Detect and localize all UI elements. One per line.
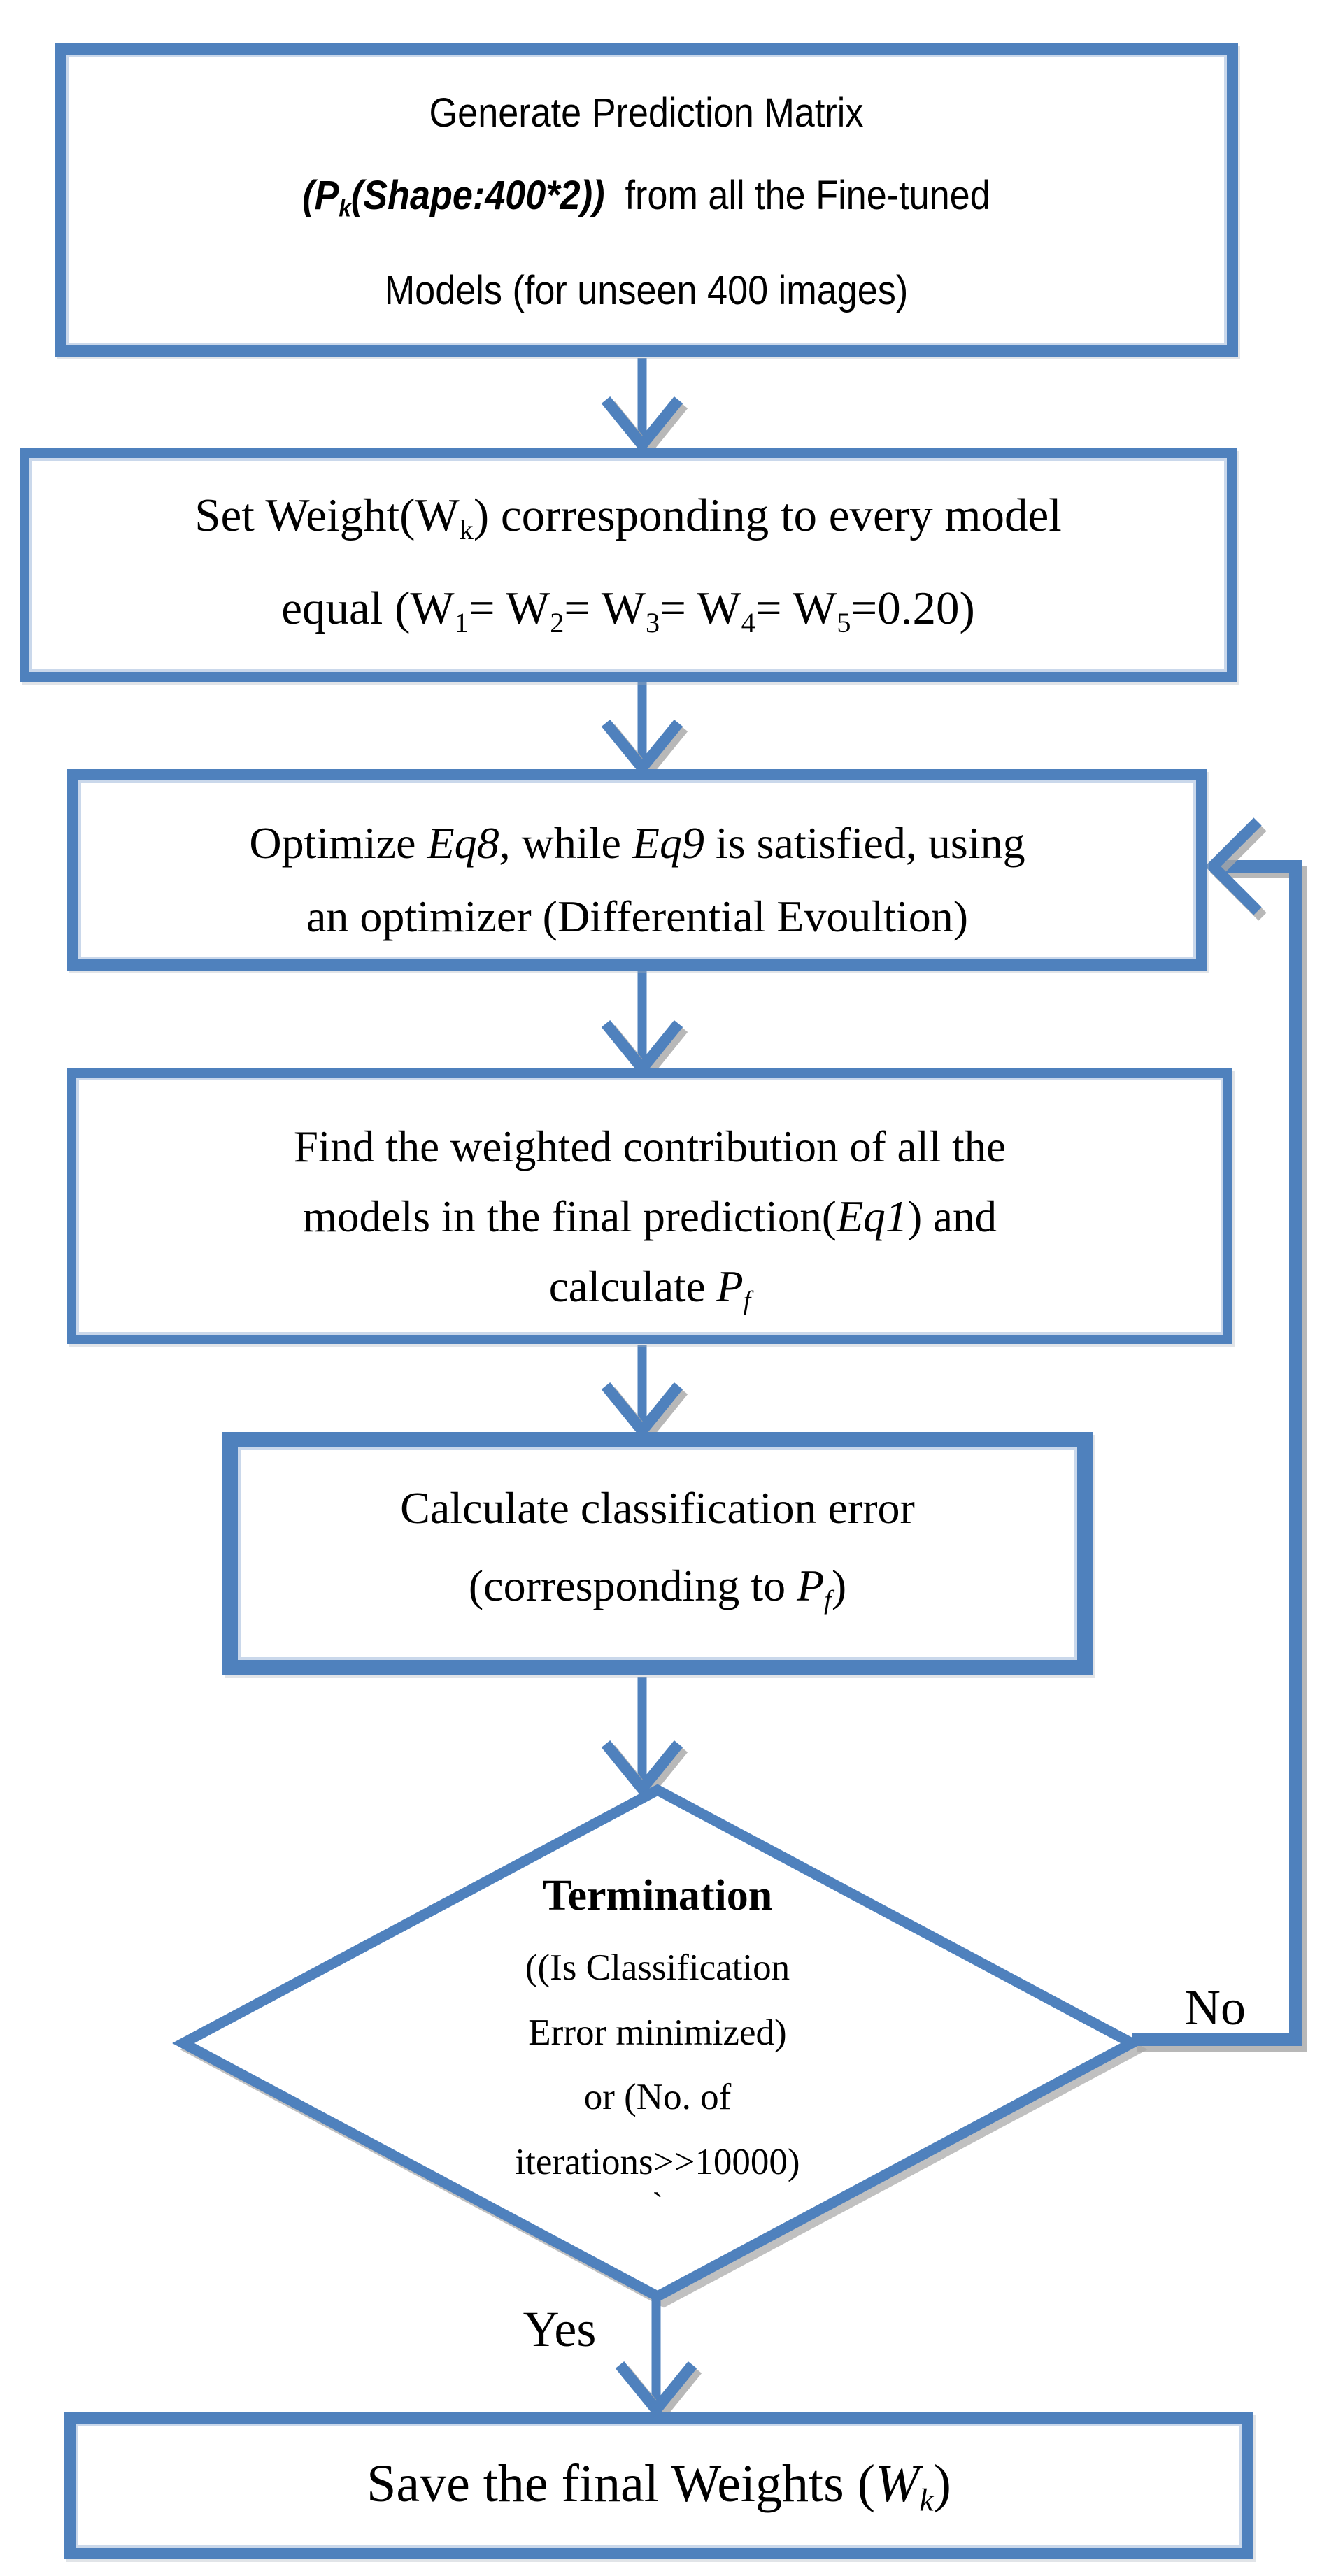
node-optimize-text: Optimize Eq8, while Eq9 is satisfied, us… xyxy=(78,780,1196,953)
node-weighted-contribution-text: Find the weighted contribution of all th… xyxy=(76,1078,1223,1336)
node-classification-error: Calculate classification error (correspo… xyxy=(222,1432,1093,1675)
arrow-down-1 xyxy=(601,358,688,459)
text-line: Set Weight(Wk) corresponding to every mo… xyxy=(194,489,1062,546)
diamond-text-line: ((Is Classification xyxy=(525,1947,790,1988)
diamond-text-line: or (No. of xyxy=(583,2077,732,2117)
diamond-text-line: iterations>>10000) xyxy=(515,2142,800,2182)
node-optimize: Optimize Eq8, while Eq9 is satisfied, us… xyxy=(67,769,1207,971)
text-line: Calculate classification error xyxy=(400,1483,915,1533)
diamond-tick-mark: ` xyxy=(652,2186,663,2221)
diamond-text-line: Error minimized) xyxy=(528,2012,787,2053)
node-set-weights-text: Set Weight(Wk) corresponding to every mo… xyxy=(29,458,1227,662)
node-save-final-weights: Save the final Weights (Wk) xyxy=(64,2412,1253,2559)
node-set-weights: Set Weight(Wk) corresponding to every mo… xyxy=(20,448,1237,682)
text-line: equal (W1= W2= W3= W4= W5=0.20) xyxy=(281,582,975,639)
text-line: Optimize Eq8, while Eq9 is satisfied, us… xyxy=(249,818,1025,868)
node-generate-prediction-matrix: Generate Prediction Matrix (Pk(Shape:400… xyxy=(55,43,1238,357)
text-line: (corresponding to Pf) xyxy=(468,1561,847,1615)
text-line: models in the final prediction(Eq1) and xyxy=(303,1192,997,1241)
text-line: an optimizer (Differential Evoultion) xyxy=(306,892,969,941)
arrow-down-4 xyxy=(601,1345,688,1445)
arrow-down-5 xyxy=(601,1677,688,1803)
no-feedback-path xyxy=(1132,817,1307,2052)
label-yes: Yes xyxy=(523,2301,597,2357)
text-line: calculate Pf xyxy=(548,1262,751,1316)
diamond-title: Termination xyxy=(542,1872,773,1919)
label-no: No xyxy=(1184,1980,1246,2035)
text-line: (Pk(Shape:400*2)) from all the Fine-tune… xyxy=(302,173,990,222)
arrow-down-3 xyxy=(601,971,688,1082)
node-generate-text: Generate Prediction Matrix (Pk(Shape:400… xyxy=(124,55,1169,332)
arrow-down-2 xyxy=(601,680,688,782)
node-save-final-weights-text: Save the final Weights (Wk) xyxy=(367,2454,951,2518)
text-line: Generate Prediction Matrix xyxy=(429,90,864,136)
node-weighted-contribution: Find the weighted contribution of all th… xyxy=(67,1068,1232,1344)
text-line: Models (for unseen 400 images) xyxy=(384,268,909,314)
text-line: Find the weighted contribution of all th… xyxy=(293,1122,1007,1171)
node-classification-error-text: Calculate classification error (correspo… xyxy=(238,1447,1077,1640)
